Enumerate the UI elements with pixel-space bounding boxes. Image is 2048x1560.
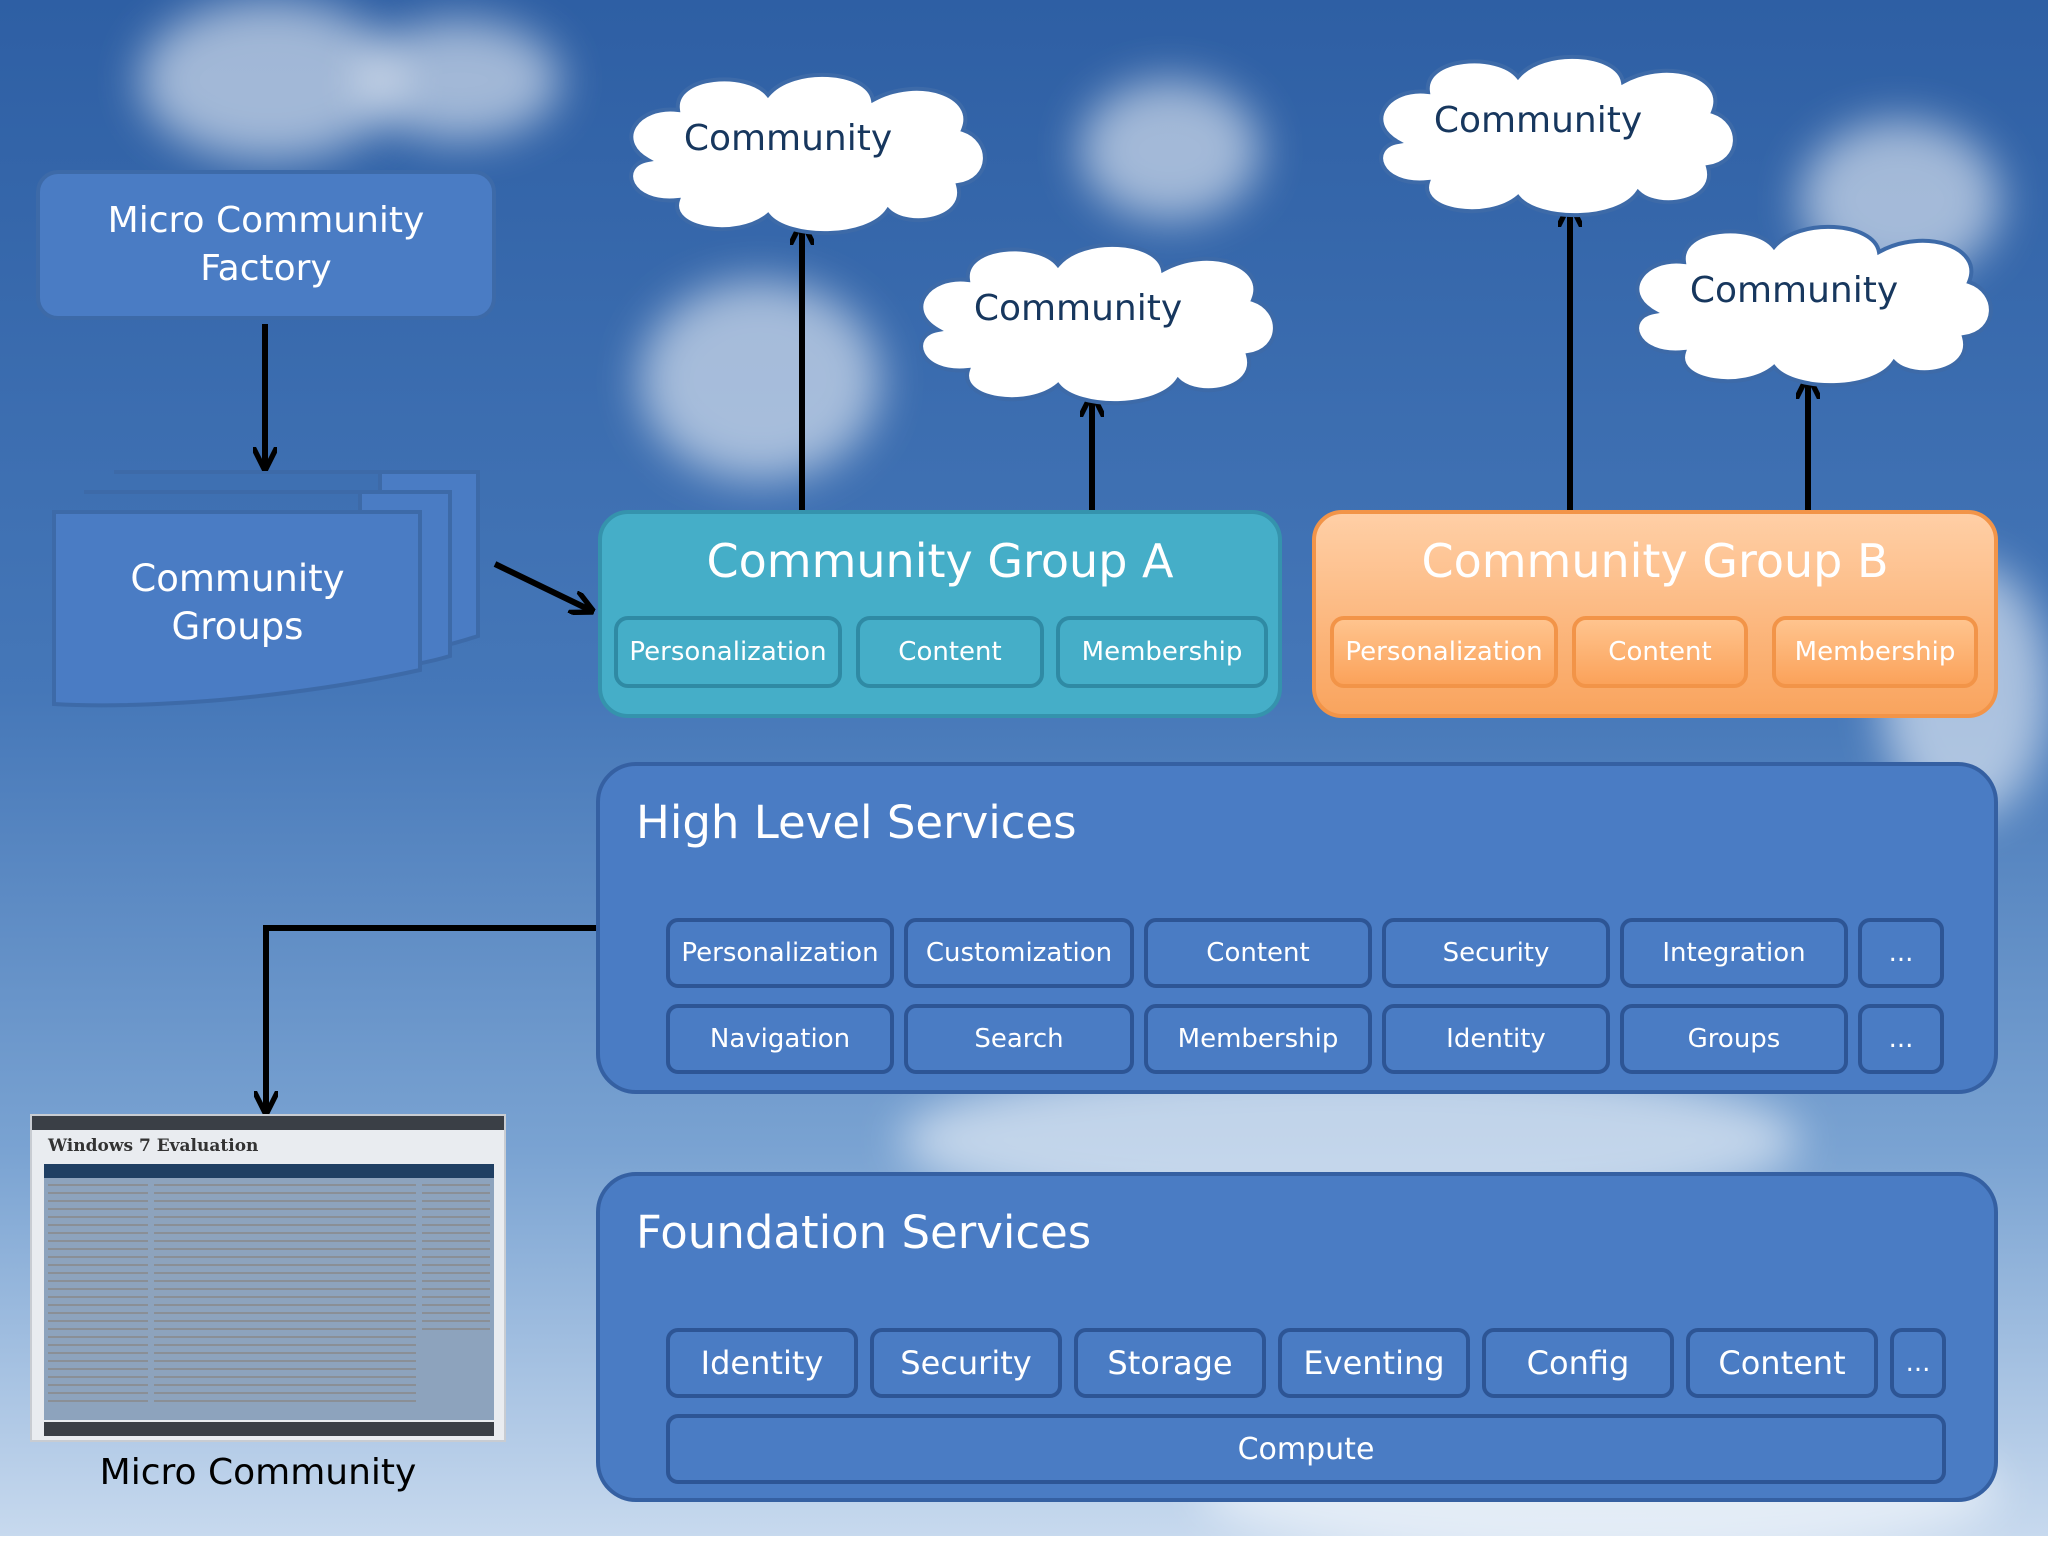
thumbnail-footer (44, 1422, 494, 1436)
group-b-membership: Membership (1772, 616, 1978, 688)
fs-identity: Identity (666, 1328, 858, 1398)
community-groups-line1: Community (130, 557, 345, 600)
hls-content: Content (1144, 918, 1372, 988)
community-groups-stack (52, 470, 480, 708)
hls-search: Search (904, 1004, 1134, 1074)
thumbnail-left-column (48, 1184, 148, 1406)
factory-label-line2: Factory (200, 248, 332, 289)
services-to-micro-community-arrow (266, 925, 596, 1110)
high-level-services-panel: High Level Services Personalization Cust… (596, 762, 1998, 1094)
community-group-b: Community Group B Personalization Conten… (1312, 510, 1998, 718)
thumbnail-nav-tabs (44, 1164, 494, 1178)
hls-identity: Identity (1382, 1004, 1610, 1074)
group-b-content: Content (1572, 616, 1748, 688)
thumbnail-title: Windows 7 Evaluation (48, 1136, 259, 1156)
hls-integration: Integration (1620, 918, 1848, 988)
group-b-personalization: Personalization (1330, 616, 1558, 688)
community-groups-line2: Groups (171, 605, 304, 648)
fs-more: ... (1890, 1328, 1946, 1398)
sky-cloud (640, 280, 880, 480)
community-cloud (629, 54, 1993, 406)
group-a-title: Community Group A (706, 534, 1174, 588)
community-cloud-label: Community (973, 288, 1183, 329)
fs-storage: Storage (1074, 1328, 1266, 1398)
hls-personalization: Personalization (666, 918, 894, 988)
group-b-title: Community Group B (1421, 534, 1889, 588)
hls-more: ... (1858, 1004, 1944, 1074)
thumbnail-top-bar (32, 1116, 504, 1130)
hls-more: ... (1858, 918, 1944, 988)
fs-config: Config (1482, 1328, 1674, 1398)
group-a-personalization: Personalization (614, 616, 842, 688)
thumbnail-main-column (154, 1184, 416, 1406)
high-level-services-title: High Level Services (636, 796, 1077, 849)
community-groups-label: Community Groups (55, 555, 420, 651)
community-group-a: Community Group A Personalization Conten… (598, 510, 1282, 718)
thumbnail-right-column (422, 1184, 490, 1334)
groups-to-group-a-arrow (493, 561, 590, 610)
sky-cloud (1080, 80, 1260, 220)
hls-membership: Membership (1144, 1004, 1372, 1074)
foundation-services-title: Foundation Services (636, 1206, 1092, 1259)
micro-community-caption: Micro Community (99, 1452, 417, 1493)
community-cloud-label: Community (1689, 270, 1899, 311)
hls-security: Security (1382, 918, 1610, 988)
fs-eventing: Eventing (1278, 1328, 1470, 1398)
sky-cloud (140, 0, 400, 160)
community-cloud-label: Community (683, 118, 893, 159)
micro-community-factory-box: Micro Community Factory (36, 170, 496, 320)
group-a-membership: Membership (1056, 616, 1268, 688)
fs-content: Content (1686, 1328, 1878, 1398)
fs-security: Security (870, 1328, 1062, 1398)
hls-navigation: Navigation (666, 1004, 894, 1074)
foundation-services-panel: Foundation Services Identity Security St… (596, 1172, 1998, 1502)
sky-cloud (360, 20, 560, 140)
hls-customization: Customization (904, 918, 1134, 988)
community-cloud-label: Community (1433, 100, 1643, 141)
factory-label-line1: Micro Community (107, 200, 425, 241)
micro-community-screenshot: Windows 7 Evaluation (30, 1114, 506, 1442)
hls-groups: Groups (1620, 1004, 1848, 1074)
fs-compute: Compute (666, 1414, 1946, 1484)
group-a-content: Content (856, 616, 1044, 688)
